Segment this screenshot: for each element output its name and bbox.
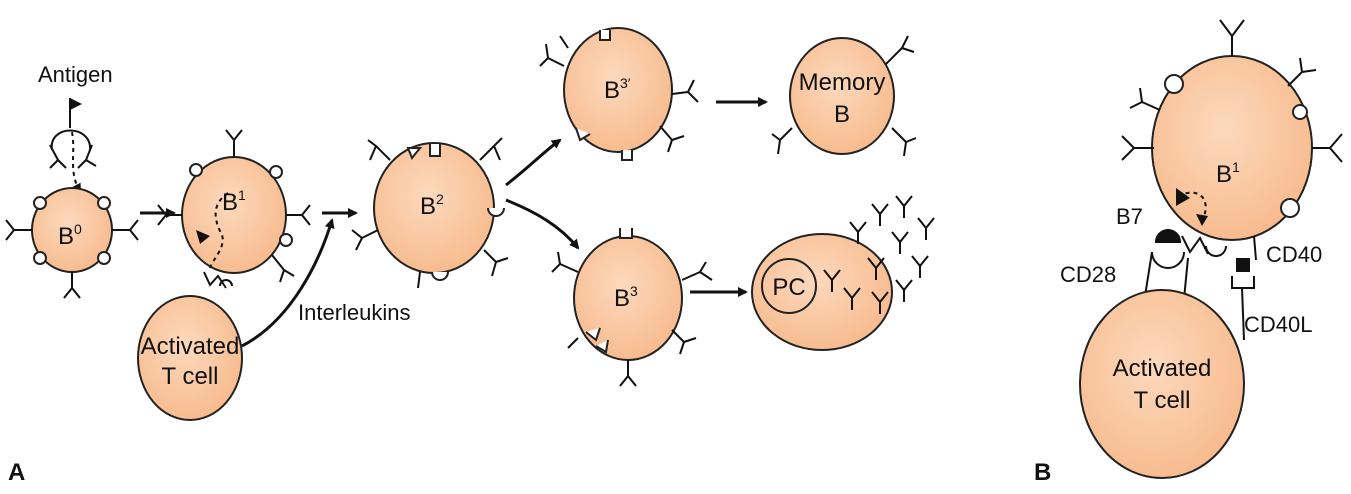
pc-nucleus	[761, 258, 817, 314]
b0-cell: B0	[5, 187, 139, 299]
panel-a-label: A	[8, 459, 25, 486]
b1-cell: B1	[157, 129, 311, 289]
b0-label: B0	[58, 221, 82, 250]
b3-prime-cell: B3′	[539, 27, 699, 161]
panel-b: B1 B7 CD28 CD40 CD40L Activ	[1034, 19, 1343, 486]
pc-label: PC	[772, 274, 805, 301]
b1-label: B1	[222, 187, 246, 216]
t-cell-b: Activated T cell	[1079, 289, 1245, 479]
memory-b-line1: Memory	[799, 69, 886, 96]
b3-label: B3	[614, 283, 638, 312]
t-cell-b-line1: Activated	[1113, 355, 1212, 382]
cd40l-label: CD40L	[1244, 312, 1312, 337]
cd28-icon	[1151, 251, 1185, 269]
t-cell-b-line2: T cell	[1134, 387, 1191, 414]
t-cell-a-line1: Activated	[141, 333, 240, 360]
secreted-antibodies	[823, 195, 935, 314]
antigen-flag-icon	[69, 98, 82, 128]
b2-cell: B2	[351, 137, 509, 289]
memory-b-cell: Memory B	[771, 35, 917, 157]
plasma-cell: PC	[751, 195, 935, 351]
cd40l-icon	[1231, 276, 1255, 289]
panel-a: Antigen	[5, 27, 935, 486]
cd40-cd40l-contact	[1231, 235, 1257, 341]
arrow-b2-to-b3-prime	[505, 138, 562, 187]
b1-b-label: B1	[1216, 159, 1240, 188]
antigen-cycle-arrow	[50, 129, 92, 151]
arrow-b2-to-b3	[505, 198, 580, 250]
cd40-icon	[1236, 258, 1250, 272]
b1-b-processing-arrow	[1177, 191, 1207, 217]
antigen-receptor-left-icon	[49, 144, 67, 169]
b1-processing-arrow	[209, 192, 229, 269]
panel-b-label: B	[1034, 459, 1051, 486]
t-cell-a-line2: T cell	[162, 363, 219, 390]
t-cell-a: Activated T cell	[137, 295, 243, 421]
antigen-internalize-arrow	[71, 131, 81, 194]
b1-cell-b: B1	[1121, 19, 1343, 241]
b2-label: B2	[420, 191, 444, 220]
interleukins-arrow	[241, 218, 335, 348]
b3-prime-label: B3′	[604, 75, 631, 104]
b7-label: B7	[1116, 204, 1143, 229]
b3-cell: B3	[551, 228, 713, 387]
memory-b-line2: B	[834, 101, 850, 128]
interleukins-label: Interleukins	[298, 300, 411, 325]
b7-icon	[1154, 229, 1182, 243]
cd40-label: CD40	[1266, 242, 1322, 267]
antigen-label: Antigen	[38, 62, 113, 87]
cd28-label: CD28	[1060, 262, 1116, 287]
antigen-receptor-right-icon	[77, 144, 97, 169]
